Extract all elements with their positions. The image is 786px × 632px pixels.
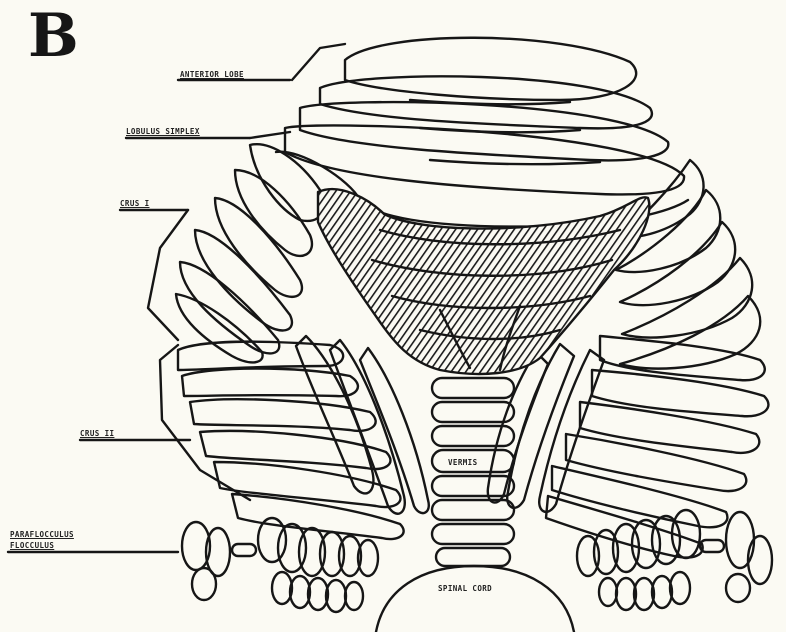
label-leaders [8, 80, 290, 552]
left-paraflocculus-flocculus [182, 518, 378, 612]
label-vermis: VERMIS [448, 458, 478, 467]
label-anterior-lobe: ANTERIOR LOBE [180, 70, 244, 79]
label-spinal-cord: SPINAL CORD [438, 584, 492, 593]
right-paraflocculus-flocculus [577, 510, 772, 610]
label-flocculus: FLOCCULUS [10, 541, 54, 550]
label-crus-i: CRUS I [120, 199, 150, 208]
left-hemisphere-lower-folia [178, 336, 429, 539]
vermis-column [432, 378, 514, 566]
right-hemisphere-upper-folia [616, 160, 760, 369]
label-paraflocculus: PARAFLOCCULUS [10, 530, 74, 539]
label-crus-ii: CRUS II [80, 429, 114, 438]
left-hemisphere-upper-folia [176, 144, 324, 362]
label-lobulus-simplex: LOBULUS SIMPLEX [126, 127, 200, 136]
spinal-cord [376, 566, 574, 632]
